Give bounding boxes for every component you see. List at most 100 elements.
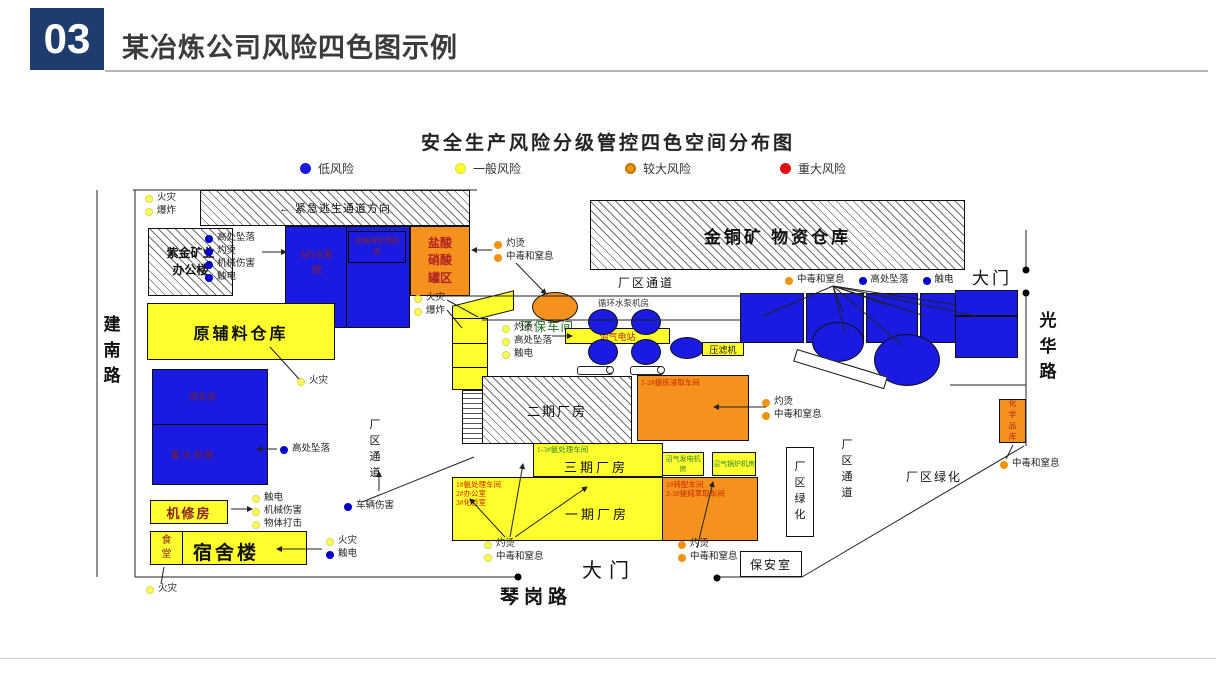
risk-label: 中毒和窒息: [797, 275, 845, 285]
risk-label: 灼烫: [774, 397, 794, 407]
chemical-store-label: 化学品库: [1008, 399, 1017, 441]
passage-left-label: 厂区通道: [369, 419, 381, 479]
risk-group: 高处坠落: [280, 443, 330, 456]
title-underline: [105, 70, 1208, 72]
passage-top-label: 厂区通道: [618, 276, 675, 290]
risk-label: 中毒和窒息: [774, 410, 822, 420]
mvr-sub-room: 浓缩液处理机房: [348, 231, 406, 263]
risk-dot: [484, 540, 492, 549]
mvr-sub-label: 浓缩液处理机房: [354, 236, 400, 256]
block-divider: [153, 424, 267, 425]
risk-group: 火灾爆炸: [145, 192, 176, 218]
env-workshop-label: 环保车间: [520, 320, 575, 334]
digester-tank: [631, 309, 661, 335]
legend-label: 重大风险: [798, 162, 847, 176]
slide-title: 某冶炼公司风险四色图示例: [122, 33, 458, 63]
risk-dot: [252, 507, 260, 516]
biogas-power-room: 沼气发电机房: [662, 452, 704, 476]
risk-dot: [785, 276, 793, 285]
phase3-label: 三期厂房: [564, 460, 629, 475]
tank: [670, 337, 704, 359]
risk-label: 灼烫: [690, 539, 710, 549]
acid-tank-label: 盐酸硝酸罐区: [427, 235, 452, 285]
risk-dot: [326, 550, 334, 559]
zijin-office-label: 紫金矿业办公楼: [166, 245, 215, 277]
risk-dot: [252, 520, 260, 529]
risk-dot: [494, 240, 502, 249]
risk-label: 机械伤害: [264, 506, 303, 516]
security-room: 保安室: [740, 551, 802, 577]
chemical-store: 化学品库: [999, 399, 1026, 443]
risk-label: 触电: [264, 493, 284, 503]
risk-label: 触电: [338, 549, 358, 559]
mvr-label: MVR系统: [300, 250, 334, 276]
filter-press: 压滤机: [702, 342, 744, 356]
risk-group: 灼烫中毒和窒息: [678, 538, 738, 564]
canteen-section: 食堂: [151, 532, 183, 564]
conveyor-symbol: [630, 366, 665, 375]
phase1-label: 一期厂房: [565, 507, 630, 522]
footer-line: [0, 658, 1216, 659]
material-warehouse: 金铜矿 物资仓库: [590, 200, 965, 270]
risk-label: 爆炸: [157, 206, 177, 216]
raw-material-warehouse: 原辅料仓库: [147, 303, 335, 360]
risk-label: 火灾: [426, 293, 446, 303]
filter-press-label: 压滤机: [709, 344, 737, 355]
risk-dot: [297, 377, 305, 386]
legend-label: 一般风险: [473, 162, 522, 176]
risk-dot: [502, 324, 510, 333]
risk-dot: [858, 276, 867, 285]
risk-label: 高处坠落: [870, 275, 909, 285]
biogas-boiler-label: 沼气锅炉机房: [713, 459, 755, 468]
canteen-label: 食堂: [161, 534, 172, 561]
risk-label: 爆炸: [426, 306, 446, 316]
road-south: 琴岗路: [500, 587, 573, 608]
risk-dot: [205, 273, 213, 282]
gate-south-label: 大门: [582, 560, 636, 582]
biogas-power-label: 沼气发电机房: [665, 454, 701, 473]
extraction-label: 1-2#提炼浸取车间: [641, 378, 700, 387]
risk-group: 灼烫中毒和窒息: [494, 238, 554, 264]
risk-dot: [145, 207, 153, 216]
risk-label: 灼烫: [514, 323, 534, 333]
risk-dot: [205, 260, 213, 269]
risk-dot: [252, 494, 260, 503]
risk-label: 火灾: [157, 193, 177, 203]
passage-mid-label: 厂区通道: [841, 439, 853, 499]
risk-label: 火灾: [158, 584, 178, 594]
extraction-workshop: 1-2#提炼浸取车间: [637, 375, 749, 441]
legend-item-low: 低风险: [300, 160, 354, 177]
risk-label: 火灾: [309, 376, 329, 386]
dormitory-label: 宿舍楼: [193, 543, 260, 564]
stack-divider: [453, 343, 487, 344]
risk-dot: [280, 445, 288, 454]
risk-label: 高处坠落: [292, 444, 331, 454]
risk-dot: [484, 553, 492, 562]
dormitory-building: 食堂 宿舍楼: [150, 531, 307, 565]
risk-label: 触电: [514, 349, 534, 359]
digester-tank: [588, 309, 618, 335]
risk-dot: [205, 247, 213, 256]
risk-group: 火灾: [297, 375, 328, 388]
risk-label: 灼烫: [217, 246, 237, 256]
conveyor-symbol: [577, 366, 614, 375]
risk-label: 物体打击: [264, 519, 303, 529]
road-east: 光华路: [1039, 311, 1057, 381]
risk-dot: [1000, 460, 1008, 469]
legend-item-general: 一般风险: [455, 160, 521, 177]
digester-tank: [588, 339, 618, 365]
risk-label: 触电: [934, 275, 954, 285]
biogas-station-label: 沼气电站: [599, 331, 636, 342]
green-belt-text: 厂区绿化: [906, 470, 963, 484]
risk-dot: [678, 540, 686, 549]
risk-label: 机械伤害: [217, 259, 256, 269]
risk-dot: [344, 502, 352, 511]
phase3-plant: 1-3#氨处理车间 三期厂房: [533, 443, 663, 477]
risk-dot: [146, 585, 154, 594]
risk-label: 高处坠落: [217, 233, 256, 243]
zijin-office-building: 紫金矿业办公楼: [148, 228, 233, 296]
legend-item-severe: 重大风险: [780, 160, 846, 177]
risk-group: 灼烫中毒和窒息: [484, 538, 544, 564]
